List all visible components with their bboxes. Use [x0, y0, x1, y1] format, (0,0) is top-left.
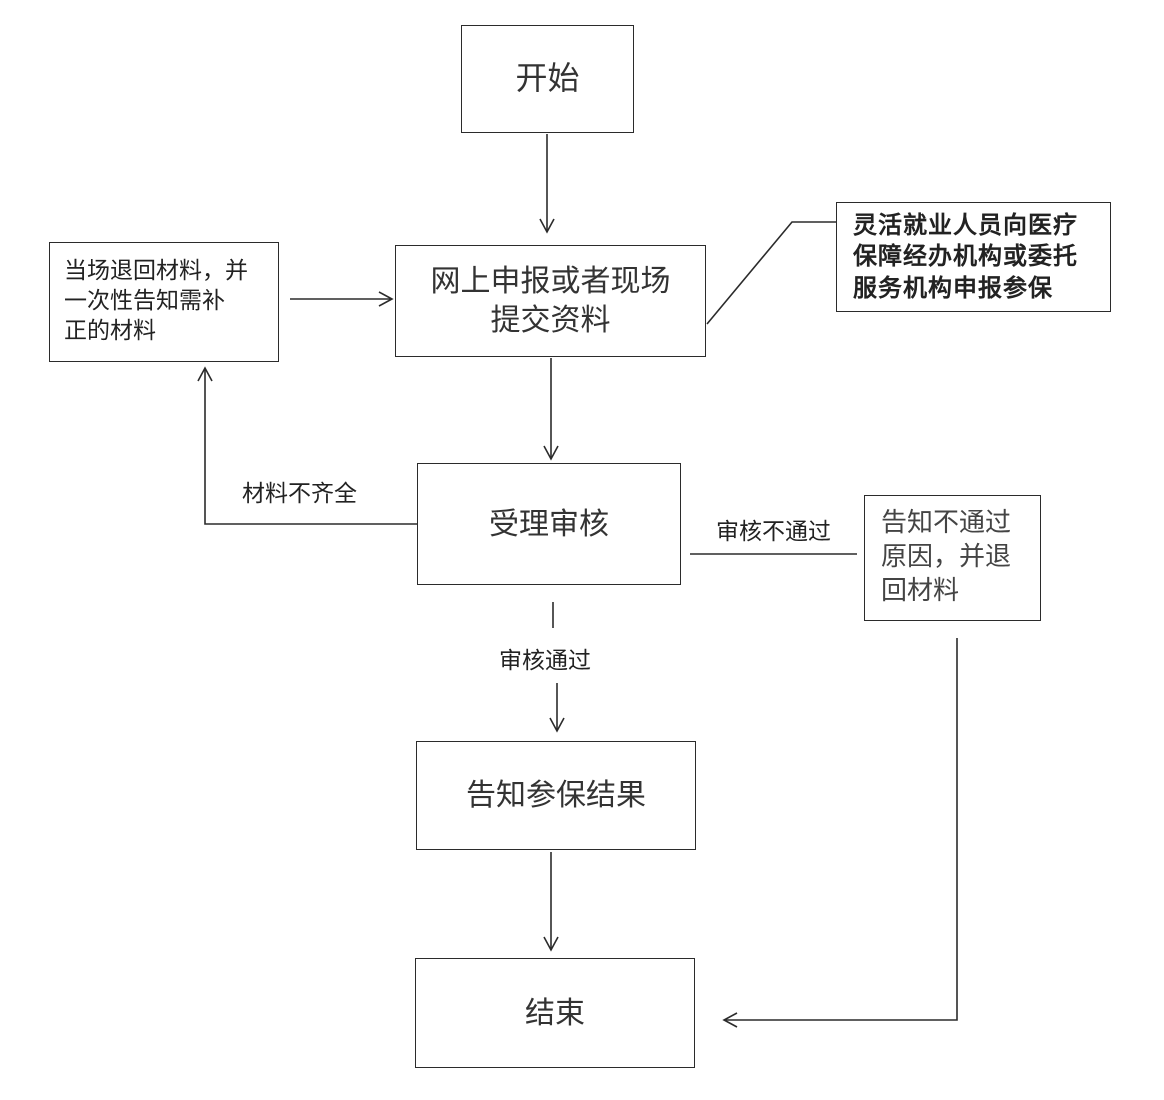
node-review: 受理审核	[417, 463, 681, 585]
node-submit: 网上申报或者现场 提交资料	[395, 245, 706, 357]
edge-submit-note	[706, 221, 838, 325]
node-fail: 告知不通过 原因，并退 回材料	[864, 495, 1041, 621]
edge-label-approved: 审核通过	[499, 648, 591, 674]
node-start-label: 开始	[515, 59, 580, 98]
node-submit-label: 网上申报或者现场 提交资料	[430, 264, 671, 338]
node-return: 当场退回材料，并 一次性告知需补 正的材料	[49, 242, 279, 362]
edge-review-return	[197, 366, 418, 525]
node-end: 结束	[415, 958, 695, 1068]
node-notify: 告知参保结果	[416, 741, 696, 850]
node-note-label: 灵活就业人员向医疗 保障经办机构或委托 服务机构申报参保	[853, 211, 1078, 302]
node-end-label: 结束	[525, 995, 585, 1031]
node-review-label: 受理审核	[489, 506, 609, 542]
node-start: 开始	[461, 25, 634, 133]
node-notify-label: 告知参保结果	[466, 778, 646, 813]
edge-fail-end	[722, 638, 958, 1028]
node-note: 灵活就业人员向医疗 保障经办机构或委托 服务机构申报参保	[836, 202, 1111, 312]
edge-label-rejected: 审核不通过	[716, 519, 831, 545]
node-fail-label: 告知不通过 原因，并退 回材料	[881, 508, 1012, 606]
edge-label-incomplete: 材料不齐全	[242, 481, 357, 507]
node-return-label: 当场退回材料，并 一次性告知需补 正的材料	[64, 258, 248, 344]
